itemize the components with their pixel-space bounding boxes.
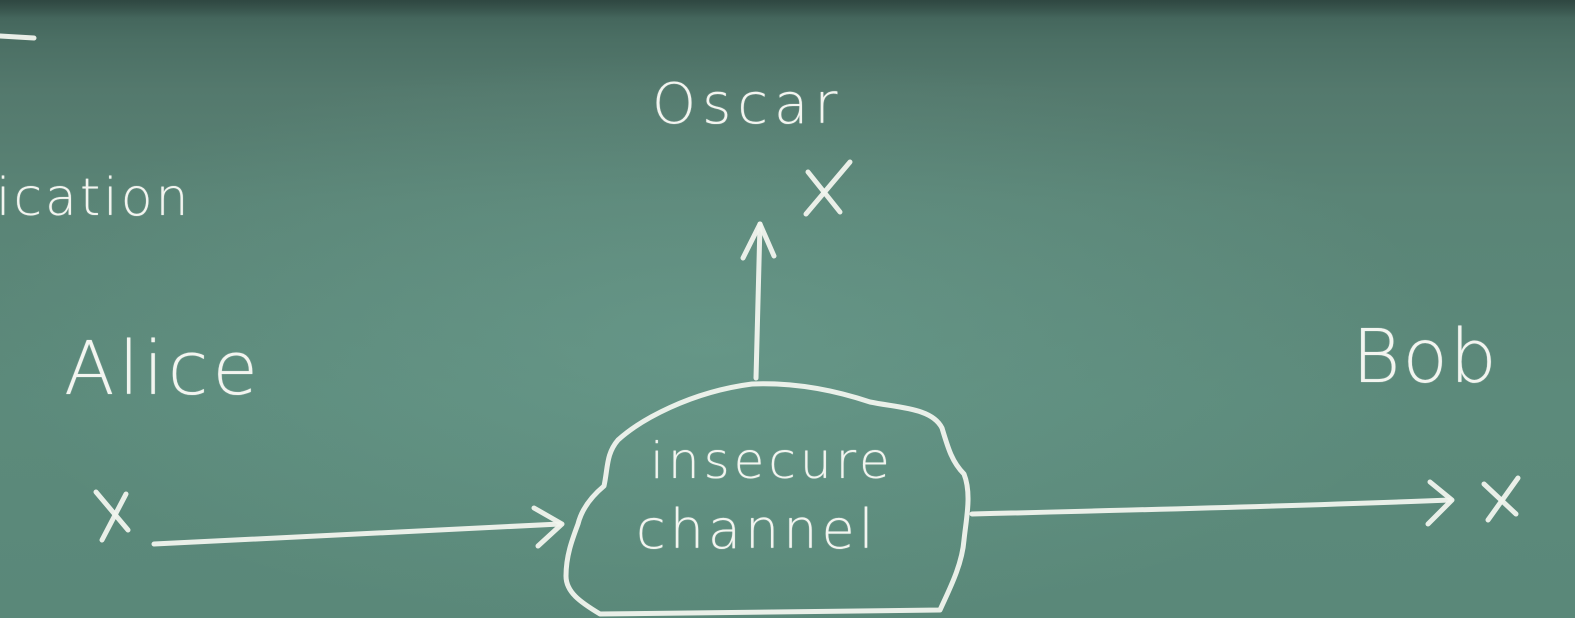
channel-label-line2: channel [636, 498, 878, 561]
channel-label-line1: insecure [650, 432, 894, 490]
bob-marker [1481, 475, 1521, 523]
arrow-to-oscar [740, 221, 777, 381]
bob-label: Bob [1352, 314, 1499, 400]
alice-marker [93, 489, 131, 543]
partial-word-label: ication [0, 168, 192, 228]
arrow-alice-to-channel [151, 505, 565, 549]
edge-dash [0, 33, 37, 41]
oscar-marker [803, 159, 853, 217]
channel-cloud [563, 381, 971, 617]
oscar-label: Oscar [652, 72, 844, 137]
alice-label: Alice [64, 326, 262, 412]
arrow-channel-to-bob [969, 479, 1455, 527]
